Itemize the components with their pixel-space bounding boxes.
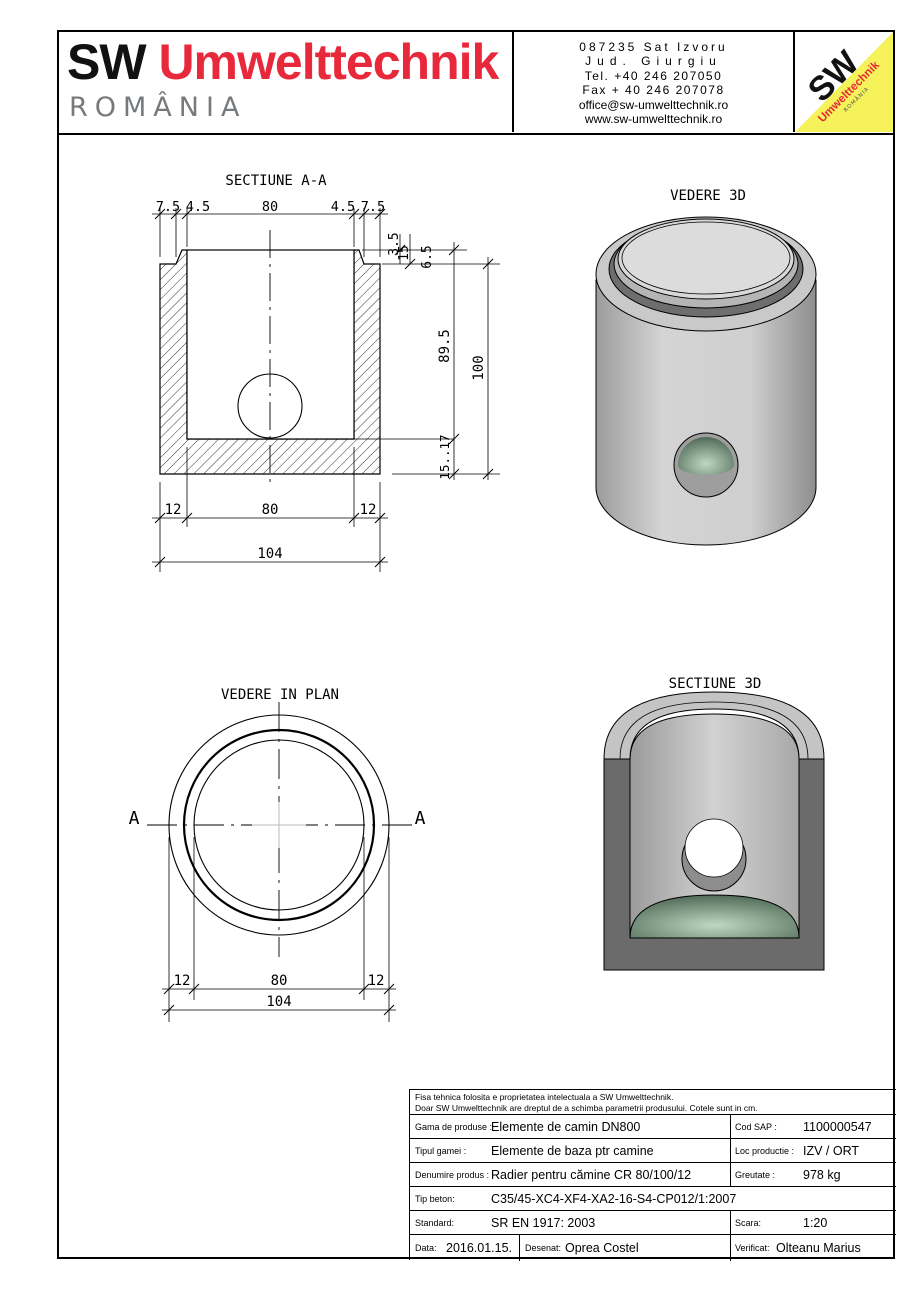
section-aa-title: SECTIUNE A-A bbox=[225, 173, 327, 189]
section-mark-left: A bbox=[129, 808, 140, 829]
header: SW Umwelttechnik ROMÂNIA 087235 Sat Izvo… bbox=[59, 32, 893, 135]
brand-country: ROMÂNIA bbox=[69, 92, 247, 123]
dim-right-small-2: 15 bbox=[397, 245, 412, 261]
brand-sw: SW bbox=[67, 34, 147, 90]
standard-label: Standard: bbox=[415, 1218, 455, 1228]
contact-county: Jud. Giurgiu bbox=[585, 54, 722, 69]
scara-label: Scara: bbox=[735, 1218, 762, 1228]
view-3d-drawing: VEDERE 3D bbox=[595, 188, 817, 546]
plan-dim-12-right: 12 bbox=[368, 973, 385, 989]
cod-label: Cod SAP : bbox=[735, 1122, 777, 1132]
contact-address: 087235 Sat Izvoru bbox=[579, 40, 728, 54]
row-tip-gamei: Tipul gamei : Elemente de baza ptr camin… bbox=[410, 1138, 896, 1163]
note-line-2: Doar SW Umwelttechnik are dreptul de a s… bbox=[415, 1102, 758, 1113]
gama-label: Gama de produse : bbox=[415, 1122, 493, 1132]
drawing-sheet: SW Umwelttechnik ROMÂNIA 087235 Sat Izvo… bbox=[57, 30, 896, 1261]
dim-top-5: 7.5 bbox=[361, 199, 385, 215]
corner-logo-graphic: SW Umwelttechnik ROMÂNIA bbox=[795, 32, 893, 132]
brand-name: Umwelttechnik bbox=[158, 34, 499, 90]
dim-top-3: 80 bbox=[262, 199, 278, 215]
tip-gamei-label: Tipul gamei : bbox=[415, 1146, 467, 1156]
standard-value: SR EN 1917: 2003 bbox=[491, 1216, 596, 1230]
loc-label: Loc productie : bbox=[735, 1146, 795, 1156]
dim-top-2: 4.5 bbox=[186, 199, 210, 215]
section-mark-right: A bbox=[415, 808, 426, 829]
title-block-note: Fisa tehnica folosita e proprietatea int… bbox=[415, 1092, 758, 1113]
plan-dim-104: 104 bbox=[266, 994, 291, 1010]
row-beton: Tip beton: C35/45-XC4-XF4-XA2-16-S4-CP01… bbox=[410, 1186, 896, 1211]
dim-right-small-1: 3.5 bbox=[387, 232, 402, 255]
denumire-label: Denumire produs : bbox=[415, 1170, 490, 1180]
contact-website: www.sw-umwelttechnik.ro bbox=[584, 112, 723, 127]
view-3d-title: VEDERE 3D bbox=[670, 188, 746, 204]
contact-block: 087235 Sat Izvoru Jud. Giurgiu Tel. +40 … bbox=[512, 32, 795, 132]
denumire-value: Radier pentru cămine CR 80/100/12 bbox=[491, 1168, 692, 1182]
technical-drawings: SECTIUNE A-A bbox=[129, 173, 825, 1022]
beton-label: Tip beton: bbox=[415, 1194, 455, 1204]
beton-value: C35/45-XC4-XF4-XA2-16-S4-CP012/1:2007 bbox=[491, 1192, 737, 1206]
desenat-label: Desenat: bbox=[525, 1243, 562, 1253]
contact-phone: Tel. +40 246 207050 bbox=[584, 68, 723, 83]
row-denumire: Denumire produs : Radier pentru cămine C… bbox=[410, 1162, 896, 1187]
row-data: Data: 2016.01.15. Desenat: Oprea Costel … bbox=[410, 1234, 896, 1261]
dim-top-4: 4.5 bbox=[331, 199, 355, 215]
dim-right-bottom: 15..17 bbox=[437, 434, 452, 479]
verificat-value: Olteanu Marius bbox=[776, 1241, 861, 1255]
tip-gamei-value: Elemente de baza ptr camine bbox=[491, 1144, 654, 1158]
dim-bottom-104: 104 bbox=[257, 546, 282, 562]
brand-logo-text: SW Umwelttechnik bbox=[67, 34, 499, 90]
title-block: Fisa tehnica folosita e proprietatea int… bbox=[409, 1089, 896, 1261]
dim-right-895: 89.5 bbox=[437, 329, 453, 363]
section-3d-title: SECTIUNE 3D bbox=[669, 676, 762, 692]
dim-bottom-80: 80 bbox=[262, 502, 279, 518]
scara-value: 1:20 bbox=[803, 1216, 828, 1230]
data-value: 2016.01.15. bbox=[446, 1241, 513, 1255]
contact-email: office@sw-umwelttechnik.ro bbox=[578, 97, 729, 112]
contact-fax: Fax + 40 246 207078 bbox=[582, 83, 725, 98]
plan-dim-80: 80 bbox=[271, 973, 288, 989]
dim-bottom-12-right: 12 bbox=[360, 502, 377, 518]
dim-right-small-3: 6.5 bbox=[420, 245, 435, 268]
gama-value: Elemente de camin DN800 bbox=[491, 1120, 641, 1134]
loc-value: IZV / ORT bbox=[803, 1144, 860, 1158]
plan-view-drawing: VEDERE IN PLAN A A bbox=[129, 687, 426, 1022]
row-gama: Gama de produse : Elemente de camin DN80… bbox=[410, 1114, 896, 1139]
section-3d-drawing: SECTIUNE 3D bbox=[603, 676, 825, 971]
note-line-1: Fisa tehnica folosita e proprietatea int… bbox=[415, 1092, 674, 1102]
corner-logo: SW Umwelttechnik ROMÂNIA bbox=[795, 32, 893, 132]
cod-value: 1100000547 bbox=[803, 1120, 872, 1134]
dim-right-100: 100 bbox=[471, 355, 487, 380]
dim-bottom-12-left: 12 bbox=[165, 502, 182, 518]
plan-view-title: VEDERE IN PLAN bbox=[221, 687, 339, 703]
section-aa-drawing: SECTIUNE A-A bbox=[152, 173, 500, 572]
dim-top-1: 7.5 bbox=[156, 199, 180, 215]
plan-dim-12-left: 12 bbox=[174, 973, 191, 989]
row-standard: Standard: SR EN 1917: 2003 Scara: 1:20 bbox=[410, 1210, 896, 1235]
greutate-value: 978 kg bbox=[803, 1168, 841, 1182]
verificat-label: Verificat: bbox=[735, 1243, 770, 1253]
desenat-value: Oprea Costel bbox=[565, 1241, 639, 1255]
data-label: Data: bbox=[415, 1243, 437, 1253]
greutate-label: Greutate : bbox=[735, 1170, 776, 1180]
